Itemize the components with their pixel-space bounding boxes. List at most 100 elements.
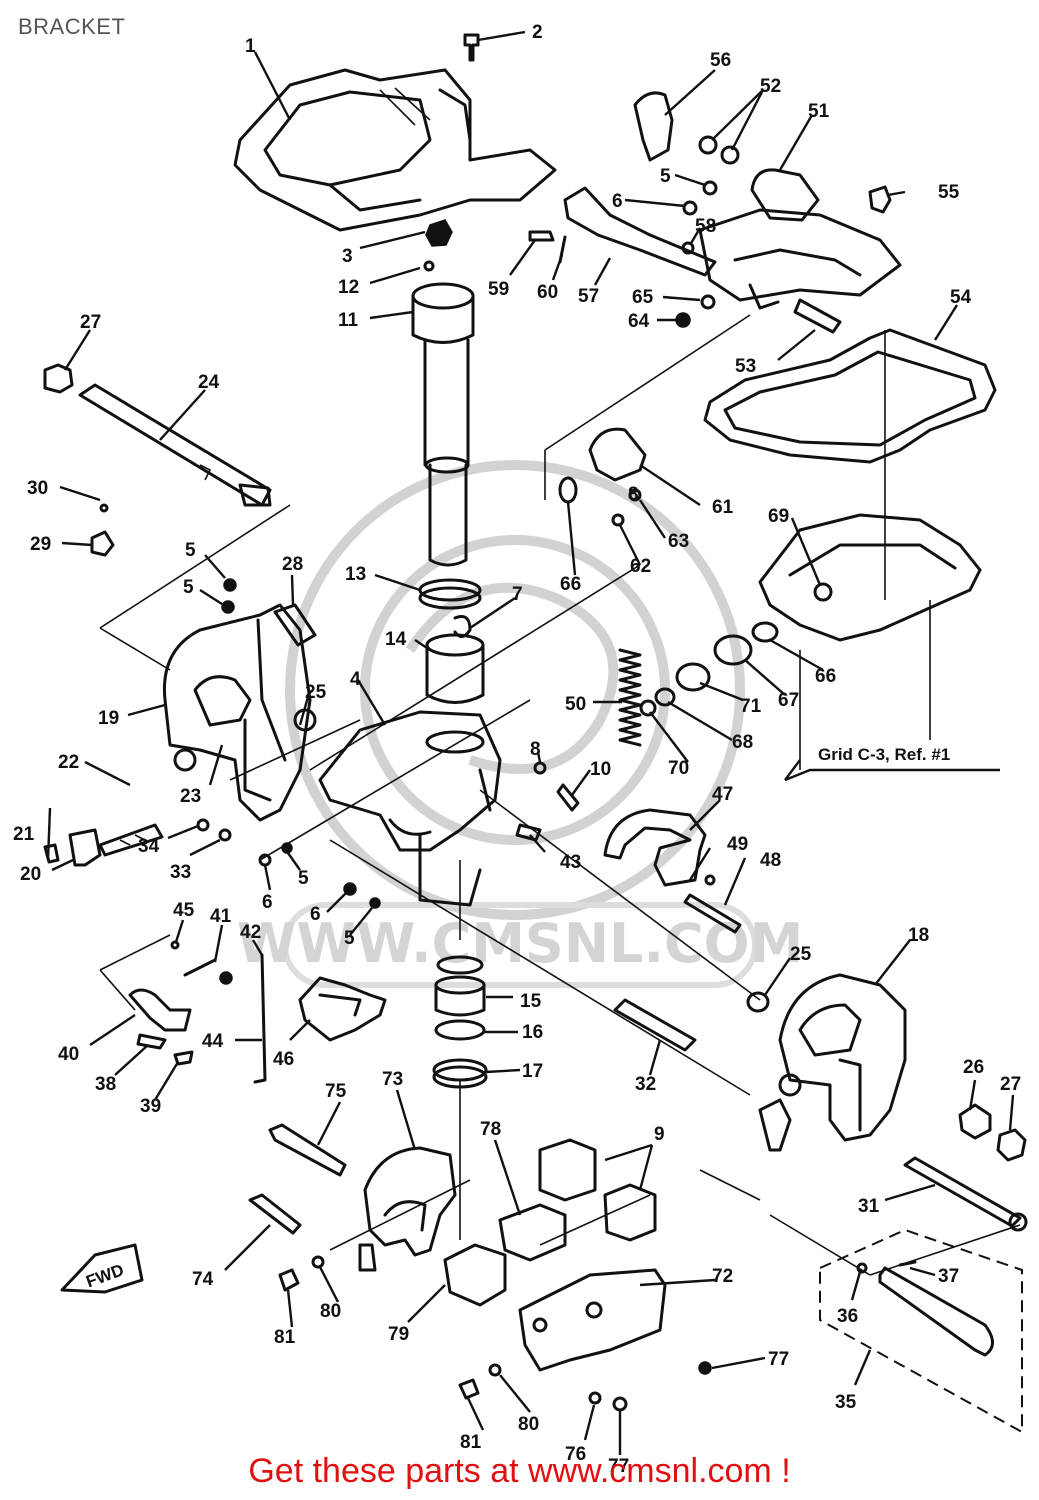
footer-link-text[interactable]: Get these parts at www.cmsnl.com ! <box>248 1452 791 1490</box>
pin-32 <box>613 998 697 1052</box>
callout-11: 11 <box>338 310 359 331</box>
callout-73: 73 <box>382 1069 403 1090</box>
watermark-text: WWW.CMSNL.COM <box>237 912 803 975</box>
callout-29: 29 <box>30 534 51 555</box>
callout-49: 49 <box>727 834 748 855</box>
callout-12: 12 <box>338 277 359 298</box>
callout-56: 56 <box>710 50 731 71</box>
forward-marker: FWD <box>60 1243 144 1294</box>
bolt-29-30 <box>90 503 115 557</box>
callout-58: 58 <box>695 216 716 237</box>
small-hardware-65-64 <box>675 294 716 328</box>
callout-66-left: 66 <box>560 574 581 595</box>
callout-50: 50 <box>565 694 586 715</box>
callout-23: 23 <box>180 786 201 807</box>
grid-reference-text: Grid C-3, Ref. #1 <box>818 745 950 764</box>
callout-59: 59 <box>488 279 509 300</box>
callout-71: 71 <box>740 696 762 717</box>
callout-28: 28 <box>282 554 303 575</box>
callout-51: 51 <box>808 101 830 122</box>
callout-27-bottom: 27 <box>1000 1074 1021 1095</box>
callout-77-bottom: 77 <box>608 1456 629 1477</box>
lower-rubber-79 <box>443 1243 507 1307</box>
callout-22: 22 <box>58 752 79 773</box>
callout-41: 41 <box>210 906 232 927</box>
leader-lines <box>46 30 1015 1455</box>
upper-mounts <box>633 91 820 222</box>
callout-62: 62 <box>630 556 651 577</box>
callout-65: 65 <box>632 287 654 308</box>
grid-reference: Grid C-3, Ref. #1 <box>784 745 1000 782</box>
callout-39: 39 <box>140 1096 161 1117</box>
callout-labels: 1 2 3 12 11 56 52 51 5 6 55 58 59 60 57 … <box>13 22 1021 1477</box>
column-nut <box>423 219 453 272</box>
callout-81-left: 81 <box>274 1327 296 1348</box>
bracket-47-group <box>603 808 742 934</box>
callout-8-mount: 8 <box>628 484 639 505</box>
bottom-bracket-72 <box>518 1268 667 1372</box>
callout-80-left: 80 <box>320 1301 341 1322</box>
callout-10: 10 <box>590 759 611 780</box>
callout-8-swivel: 8 <box>530 739 541 760</box>
small-parts-34-33 <box>196 818 232 842</box>
callout-15: 15 <box>520 991 542 1012</box>
callout-13: 13 <box>345 564 366 585</box>
callout-5-left-a: 5 <box>185 540 196 561</box>
callout-38: 38 <box>95 1074 116 1095</box>
bolts-8-10 <box>533 761 580 812</box>
callout-36: 36 <box>837 1306 858 1327</box>
callout-3: 3 <box>342 246 353 267</box>
assembly-lines <box>99 314 1023 1434</box>
gasket-54 <box>703 328 997 464</box>
callout-1: 1 <box>245 36 256 57</box>
lower-mount-base <box>758 513 982 642</box>
callout-79: 79 <box>388 1324 409 1345</box>
callout-61: 61 <box>712 497 734 518</box>
callout-6-upper: 6 <box>612 191 623 212</box>
callout-60: 60 <box>537 282 558 303</box>
callout-69: 69 <box>768 506 789 527</box>
callout-54: 54 <box>950 287 972 308</box>
callout-72: 72 <box>712 1266 733 1287</box>
through-shaft <box>43 363 272 507</box>
callout-26: 26 <box>963 1057 984 1078</box>
mount-washers <box>639 621 779 717</box>
callout-76: 76 <box>565 1444 586 1465</box>
callout-5-upper: 5 <box>660 166 671 187</box>
steering-column <box>411 282 475 567</box>
stopper-46 <box>298 976 387 1042</box>
callout-63: 63 <box>668 531 689 552</box>
callout-48: 48 <box>760 850 781 871</box>
callout-30: 30 <box>27 478 48 499</box>
callout-18: 18 <box>908 925 929 946</box>
callout-27-top: 27 <box>80 312 101 333</box>
callout-74: 74 <box>192 1269 214 1290</box>
watermark: WWW.CMSNL.COM <box>237 460 803 988</box>
callout-5-mid-a: 5 <box>298 868 309 889</box>
callout-44: 44 <box>202 1031 224 1052</box>
callout-80-bottom: 80 <box>518 1414 539 1435</box>
callout-16: 16 <box>522 1022 543 1043</box>
callout-7: 7 <box>512 584 523 605</box>
callout-53: 53 <box>735 356 756 377</box>
column-bushing <box>418 578 485 704</box>
callout-33: 33 <box>170 862 191 883</box>
clamp-bracket-left <box>162 603 317 822</box>
callout-75: 75 <box>325 1081 347 1102</box>
callout-34: 34 <box>138 836 160 857</box>
callout-68: 68 <box>732 732 753 753</box>
callout-35: 35 <box>835 1392 857 1413</box>
callout-5-left-b: 5 <box>183 577 194 598</box>
callout-40: 40 <box>58 1044 79 1065</box>
callout-17: 17 <box>522 1061 543 1082</box>
callout-67: 67 <box>778 690 799 711</box>
callout-14: 14 <box>385 629 407 650</box>
end-nuts <box>958 1103 1027 1162</box>
callout-6-mid-b: 6 <box>310 904 321 925</box>
long-bolt-31 <box>903 1156 1028 1232</box>
small-hardware-upper <box>681 185 892 255</box>
callout-20: 20 <box>20 864 41 885</box>
rubber-mounts <box>498 1138 657 1262</box>
bottom-hardware <box>278 1255 712 1412</box>
